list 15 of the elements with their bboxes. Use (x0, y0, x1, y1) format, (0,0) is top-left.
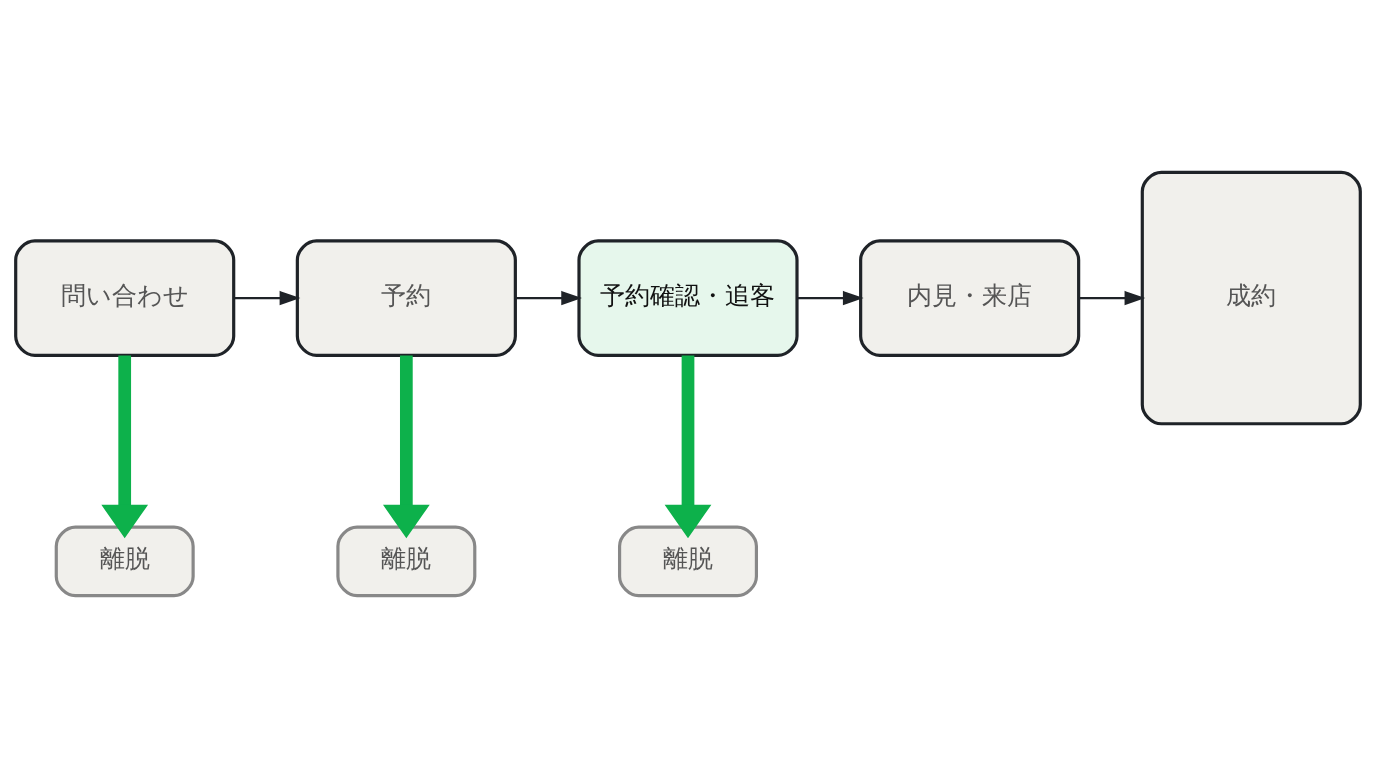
node-box: 予約 (295, 239, 517, 357)
arrow (797, 290, 864, 306)
node-box: 成約 (1140, 170, 1362, 426)
arrow (1079, 290, 1146, 306)
arrow (383, 355, 430, 539)
arrow (664, 355, 712, 539)
arrow (234, 290, 301, 306)
node-box: 離脱 (618, 525, 758, 598)
node-box: 問い合わせ (14, 239, 236, 357)
arrow (515, 290, 582, 306)
arrow (101, 355, 149, 539)
node-box: 予約確認・追客 (577, 239, 799, 357)
node-box: 離脱 (54, 525, 195, 598)
node-box: 離脱 (336, 525, 477, 598)
node-box: 内見・来店 (859, 239, 1081, 357)
